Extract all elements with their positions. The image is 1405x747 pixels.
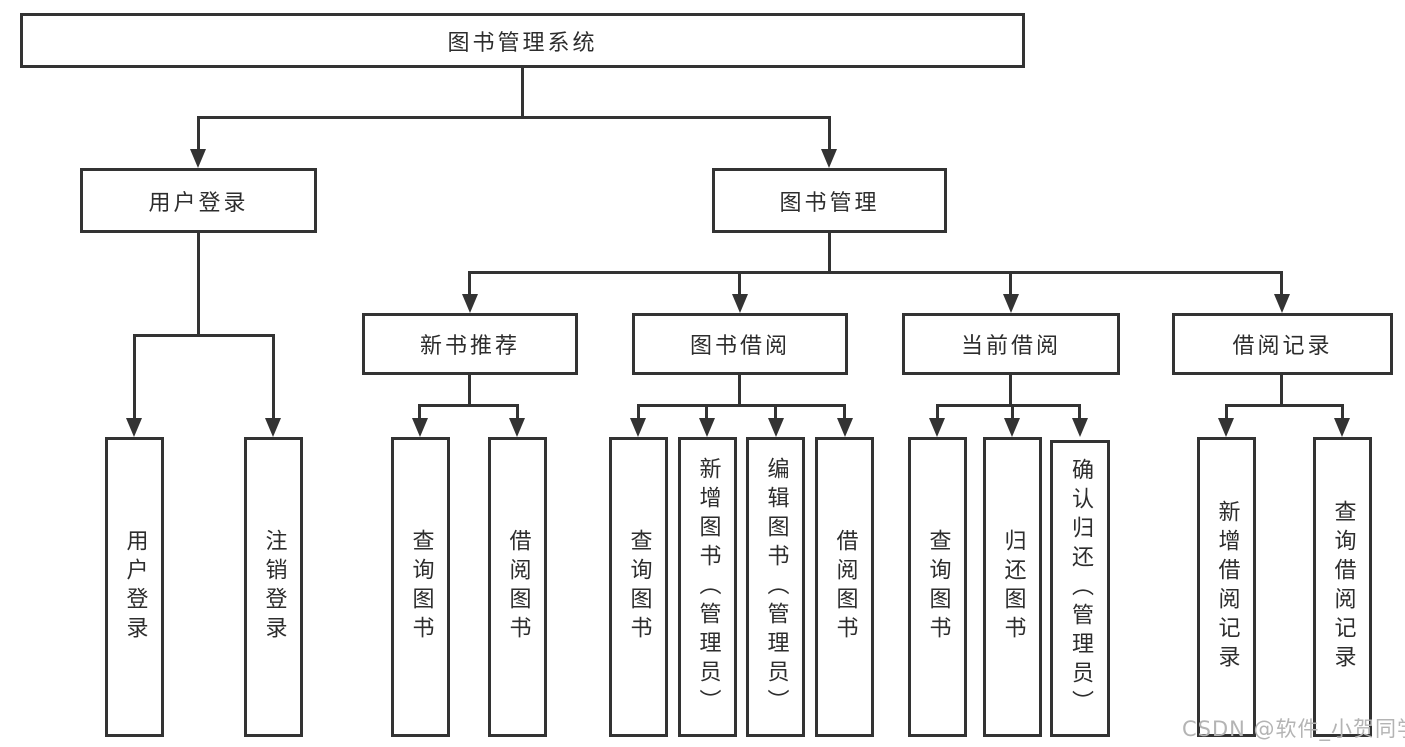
connector-line (521, 68, 524, 118)
connector-line (1078, 404, 1081, 419)
arrowhead-icon (630, 418, 646, 437)
node-root-label: 图书管理系统 (447, 30, 598, 56)
connector-line (468, 375, 471, 406)
connector-line (774, 404, 777, 419)
connector-line (1341, 404, 1344, 419)
leaf-record-add-label: 新增借阅记录 (1214, 500, 1240, 674)
connector-line (272, 334, 275, 419)
leaf-recommend-query-book-label: 查询图书 (408, 529, 434, 645)
connector-line (1280, 271, 1283, 295)
connector-line (1011, 404, 1014, 419)
connector-line (1009, 271, 1012, 295)
leaf-current-query-book: 查询图书 (908, 437, 967, 737)
leaf-current-return-book-label: 归还图书 (1000, 529, 1026, 645)
leaf-current-query-book-label: 查询图书 (925, 529, 951, 645)
connector-line (468, 271, 1283, 274)
connector-line (197, 233, 200, 336)
node-current-borrow-label: 当前借阅 (960, 334, 1061, 359)
arrowhead-icon (1218, 418, 1234, 437)
arrowhead-icon (1003, 294, 1019, 313)
connector-line (418, 404, 421, 419)
node-borrow-record: 借阅记录 (1172, 313, 1393, 375)
leaf-recommend-borrow-book-label: 借阅图书 (505, 529, 531, 645)
leaf-borrow-add-book-admin: 新增图书（管理员） (678, 437, 737, 737)
arrowhead-icon (1072, 418, 1088, 437)
connector-line (843, 404, 846, 419)
arrowhead-icon (837, 418, 853, 437)
node-current-borrow: 当前借阅 (902, 313, 1120, 375)
node-book-borrow-label: 图书借阅 (689, 334, 790, 359)
connector-line (936, 404, 1081, 407)
leaf-record-query-label: 查询借阅记录 (1330, 500, 1356, 674)
leaf-user-login: 用户登录 (105, 437, 164, 737)
arrowhead-icon (699, 418, 715, 437)
connector-line (936, 404, 939, 419)
connector-line (637, 404, 640, 419)
leaf-logout-label: 注销登录 (261, 529, 287, 645)
leaf-record-query: 查询借阅记录 (1313, 437, 1372, 737)
leaf-borrow-edit-book-admin-label: 编辑图书（管理员） (763, 456, 789, 718)
arrowhead-icon (412, 418, 428, 437)
node-book-borrow: 图书借阅 (632, 313, 848, 375)
arrowhead-icon (821, 149, 837, 168)
connector-line (1225, 404, 1343, 407)
node-user-login: 用户登录 (80, 168, 317, 233)
leaf-borrow-borrow-book-label: 借阅图书 (832, 529, 858, 645)
leaf-recommend-borrow-book: 借阅图书 (488, 437, 547, 737)
connector-line (1280, 375, 1283, 406)
arrowhead-icon (929, 418, 945, 437)
arrowhead-icon (190, 149, 206, 168)
arrowhead-icon (1334, 418, 1350, 437)
node-book-manage: 图书管理 (712, 168, 947, 233)
connector-line (516, 404, 519, 419)
leaf-borrow-add-book-admin-label: 新增图书（管理员） (695, 456, 721, 718)
arrowhead-icon (732, 294, 748, 313)
leaf-record-add: 新增借阅记录 (1197, 437, 1256, 737)
connector-line (705, 404, 708, 419)
connector-line (828, 233, 831, 273)
arrowhead-icon (768, 418, 784, 437)
connector-line (133, 334, 275, 337)
node-user-login-label: 用户登录 (148, 190, 249, 216)
connector-line (197, 116, 200, 150)
leaf-borrow-borrow-book: 借阅图书 (815, 437, 874, 737)
arrowhead-icon (462, 294, 478, 313)
node-root: 图书管理系统 (20, 13, 1025, 68)
node-new-book-recommend-label: 新书推荐 (419, 334, 520, 359)
connector-line (1225, 404, 1228, 419)
leaf-borrow-query-book-label: 查询图书 (626, 529, 652, 645)
node-new-book-recommend: 新书推荐 (362, 313, 578, 375)
arrowhead-icon (265, 418, 281, 437)
leaf-current-return-book: 归还图书 (983, 437, 1042, 737)
node-borrow-record-label: 借阅记录 (1232, 334, 1333, 359)
leaf-recommend-query-book: 查询图书 (391, 437, 450, 737)
leaf-user-login-label: 用户登录 (122, 529, 148, 645)
leaf-current-confirm-return-admin: 确认归还（管理员） (1050, 440, 1110, 737)
arrowhead-icon (1004, 418, 1020, 437)
leaf-current-confirm-return-admin-label: 确认归还（管理员） (1068, 458, 1093, 719)
leaf-borrow-edit-book-admin: 编辑图书（管理员） (746, 437, 805, 737)
connector-line (197, 116, 831, 119)
leaf-logout: 注销登录 (244, 437, 303, 737)
connector-line (133, 334, 136, 419)
node-book-manage-label: 图书管理 (779, 190, 880, 216)
arrowhead-icon (509, 418, 525, 437)
connector-line (418, 404, 519, 407)
connector-line (1009, 375, 1012, 406)
connector-line (468, 271, 471, 295)
connector-line (637, 404, 846, 407)
leaf-borrow-query-book: 查询图书 (609, 437, 668, 737)
connector-line (738, 375, 741, 406)
arrowhead-icon (126, 418, 142, 437)
connector-line (828, 116, 831, 150)
connector-line (738, 271, 741, 295)
csdn-watermark: CSDN @软件_小贺同学 (1182, 717, 1405, 741)
arrowhead-icon (1274, 294, 1290, 313)
